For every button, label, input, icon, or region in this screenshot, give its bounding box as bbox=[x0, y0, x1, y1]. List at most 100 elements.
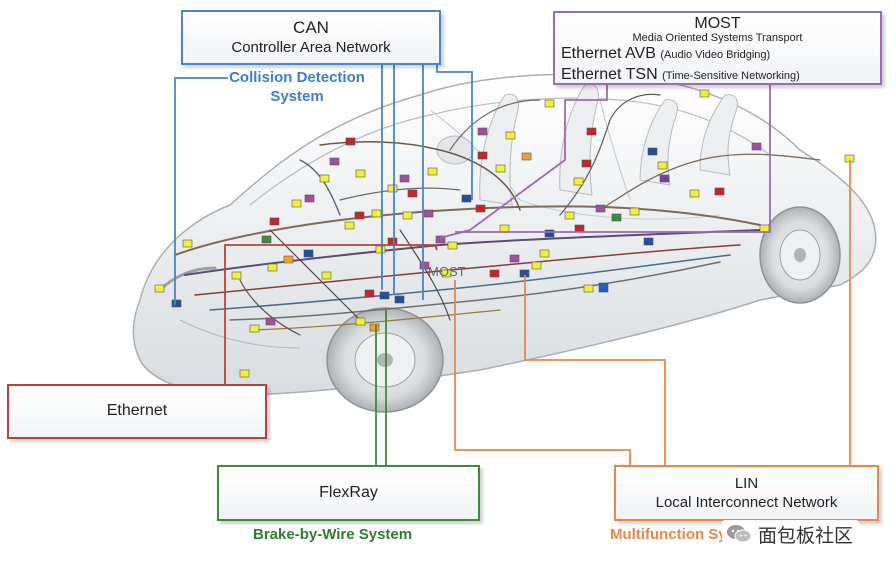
ethernet-tsn-detail: (Time-Sensitive Networking) bbox=[662, 70, 800, 82]
node bbox=[657, 161, 668, 170]
leader-line-can bbox=[436, 65, 473, 200]
leader-line-can bbox=[174, 77, 228, 305]
node bbox=[171, 299, 182, 308]
node bbox=[505, 131, 516, 140]
node bbox=[303, 249, 314, 258]
node bbox=[647, 147, 658, 156]
node bbox=[659, 174, 670, 183]
node bbox=[521, 152, 532, 161]
wechat-icon bbox=[727, 525, 752, 543]
watermark: 面包板社区 bbox=[722, 520, 860, 548]
node bbox=[379, 291, 390, 300]
node bbox=[283, 255, 294, 264]
node bbox=[345, 137, 356, 146]
node bbox=[447, 241, 458, 250]
node bbox=[531, 261, 542, 270]
node bbox=[369, 323, 380, 332]
rear-wheel bbox=[759, 206, 841, 304]
node bbox=[629, 207, 640, 216]
node bbox=[595, 204, 606, 213]
node bbox=[643, 237, 654, 246]
node bbox=[583, 284, 594, 293]
node bbox=[321, 271, 332, 280]
node bbox=[329, 157, 340, 166]
node bbox=[231, 271, 242, 280]
node bbox=[387, 184, 398, 193]
node bbox=[427, 167, 438, 176]
node bbox=[477, 127, 488, 136]
front-bumper-line bbox=[179, 319, 301, 349]
node bbox=[461, 194, 472, 203]
front-wheel bbox=[326, 307, 444, 413]
node bbox=[477, 151, 488, 160]
node bbox=[586, 127, 597, 136]
node bbox=[267, 263, 278, 272]
node bbox=[611, 213, 622, 222]
ethernet-avb-detail: (Audio Video Bridging) bbox=[660, 49, 771, 61]
most-leaders bbox=[439, 85, 771, 239]
node bbox=[489, 269, 500, 278]
ethernet-avb-name: Ethernet AVB bbox=[561, 45, 656, 62]
node bbox=[399, 174, 410, 183]
node bbox=[402, 211, 413, 220]
most-title: MOST bbox=[694, 15, 741, 32]
node bbox=[539, 249, 550, 258]
ethernet-leaders bbox=[224, 244, 438, 384]
node bbox=[371, 209, 382, 218]
node bbox=[574, 224, 585, 233]
node bbox=[509, 254, 520, 263]
car-most-label: MOST bbox=[428, 264, 466, 279]
node bbox=[249, 324, 260, 333]
leader-line-most bbox=[455, 85, 771, 233]
node bbox=[423, 209, 434, 218]
leader-line-lin bbox=[454, 280, 631, 465]
leader-line-ethernet bbox=[224, 244, 438, 384]
flexray-label-box: FlexRay bbox=[217, 465, 480, 521]
ethernet-avb-row: Ethernet AVB (Audio Video Bridging) bbox=[555, 44, 880, 65]
node bbox=[564, 211, 575, 220]
lin-subtitle: Local Interconnect Network bbox=[655, 494, 838, 511]
node bbox=[475, 204, 486, 213]
node bbox=[344, 221, 355, 230]
node bbox=[573, 177, 584, 186]
can-caption: Collision Detection System bbox=[229, 69, 365, 105]
node bbox=[435, 235, 446, 244]
b-pillar bbox=[599, 99, 631, 201]
watermark-text: 面包板社区 bbox=[758, 525, 854, 547]
flexray-leaders bbox=[375, 310, 387, 465]
node bbox=[239, 369, 250, 378]
ethernet-tsn-name: Ethernet TSN bbox=[561, 66, 658, 83]
node bbox=[355, 317, 366, 326]
flexray-caption: Brake-by-Wire System bbox=[253, 526, 413, 543]
ethernet-tsn-row: Ethernet TSN (Time-Sensitive Networking) bbox=[555, 65, 880, 86]
node bbox=[544, 229, 555, 238]
node bbox=[269, 217, 280, 226]
node bbox=[419, 261, 430, 270]
ethernet-label-box: Ethernet bbox=[7, 384, 267, 439]
can-leaders bbox=[174, 65, 473, 305]
node bbox=[375, 245, 386, 254]
node bbox=[394, 295, 405, 304]
node bbox=[291, 199, 302, 208]
node bbox=[319, 174, 330, 183]
node bbox=[714, 187, 725, 196]
node bbox=[499, 224, 510, 233]
lin-label-box: LIN Local Interconnect Network bbox=[614, 465, 879, 521]
most-label-box: MOST Media Oriented Systems Transport Et… bbox=[553, 11, 882, 85]
node bbox=[354, 211, 365, 220]
node bbox=[598, 282, 609, 293]
can-title: CAN bbox=[293, 18, 329, 37]
lin-leaders bbox=[454, 160, 851, 465]
can-subtitle: Controller Area Network bbox=[231, 39, 391, 56]
node bbox=[154, 284, 165, 293]
ecu-nodes bbox=[154, 89, 855, 378]
node bbox=[689, 189, 700, 198]
node bbox=[407, 189, 418, 198]
can-label-box: CAN Controller Area Network bbox=[181, 10, 441, 65]
wiring-harness bbox=[174, 93, 821, 336]
node bbox=[544, 99, 555, 108]
flexray-title: FlexRay bbox=[319, 484, 378, 501]
lin-title: LIN bbox=[734, 475, 759, 492]
